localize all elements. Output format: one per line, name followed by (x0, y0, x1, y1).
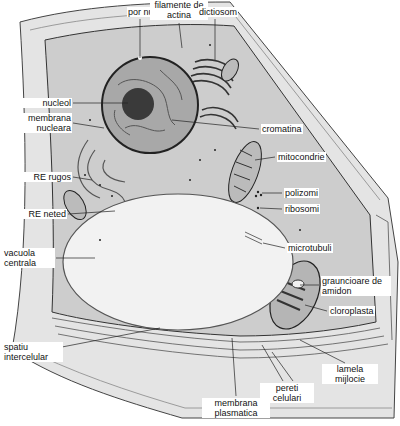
part-label: dictiosom (198, 7, 238, 17)
central-vacuole (63, 194, 293, 330)
part-label: RE rugos (20, 172, 72, 182)
part-label: polizomi (284, 188, 319, 198)
part-label: vacuola centrala (3, 248, 55, 268)
part-label: pereti celulari (260, 383, 314, 403)
part-label: lamela mijlocie (322, 364, 378, 384)
ribosomes (84, 44, 321, 251)
part-label: nucleol (20, 98, 72, 108)
microtubules (245, 232, 262, 244)
part-label: membrana nucleara (10, 113, 72, 133)
leader-lines (56, 19, 345, 396)
cell-wall (12, 2, 398, 418)
part-label: RE neted (15, 209, 67, 219)
nuclear-envelope (102, 57, 198, 153)
part-label: microtubuli (287, 243, 333, 253)
part-label: grauncioare de amidon (321, 276, 391, 296)
chromatin (114, 70, 182, 135)
nucleus (102, 56, 198, 153)
part-label: cloroplasta (329, 306, 375, 316)
part-label: cromatina (261, 124, 303, 134)
part-label: spatiu intercelular (3, 342, 63, 362)
nucleolus (122, 88, 154, 120)
part-label: mitocondrie (277, 152, 326, 162)
cell-wall-outer (12, 2, 398, 418)
part-label: ribosomi (284, 204, 320, 214)
